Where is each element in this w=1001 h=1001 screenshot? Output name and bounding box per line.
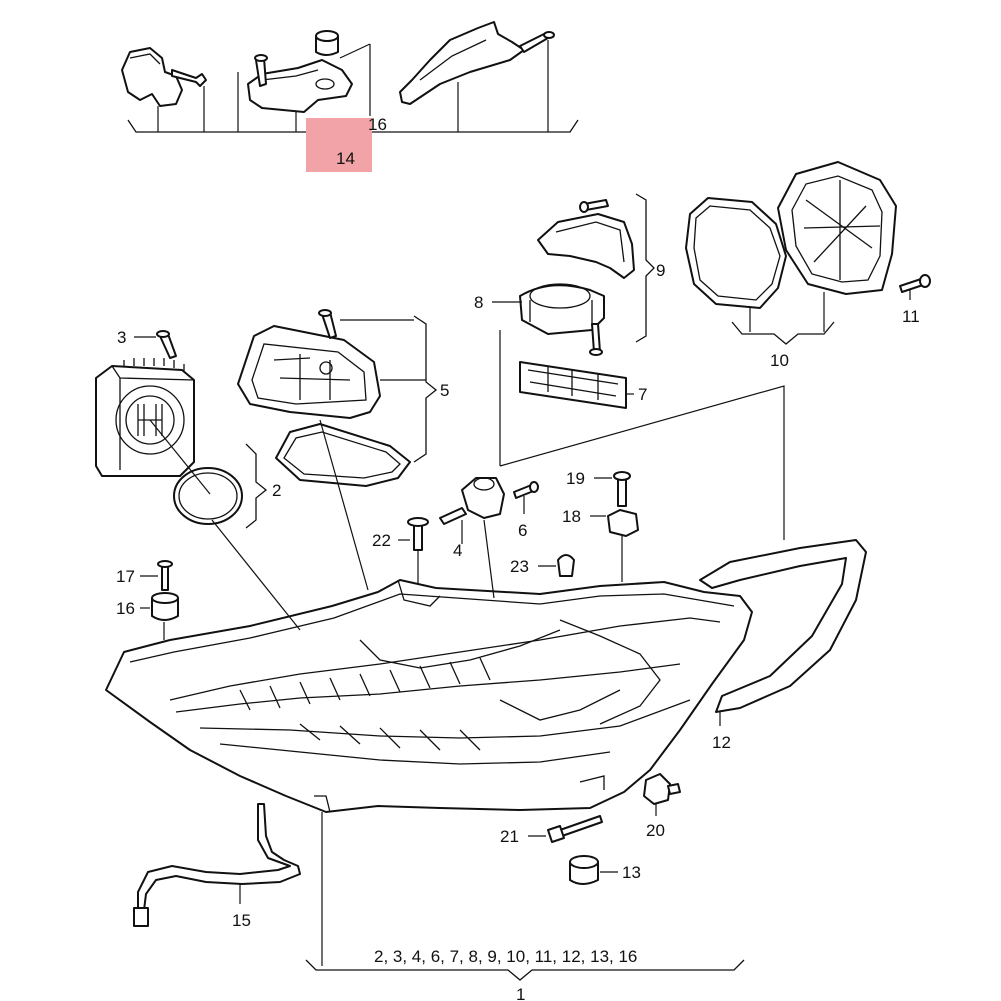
outer-cover: [777, 161, 897, 295]
adjuster-group: 9 8 7: [474, 193, 785, 540]
lower-parts-group: 20 21 13: [500, 773, 681, 885]
outer-gasket: [685, 197, 787, 309]
sealing-plug: [557, 554, 575, 577]
control-unit-group: 3 2: [95, 328, 281, 529]
callout-14-highlight: [306, 118, 372, 172]
vent-hose: [137, 803, 301, 911]
bracket-kit-group: 16 14: [121, 21, 579, 172]
vent-hose-group: 15: [133, 803, 301, 930]
cover-gasket-round: [173, 467, 243, 525]
adjust-nut: [607, 509, 639, 537]
assembly-parts-list: 2, 3, 4, 6, 7, 8, 9, 10, 11, 12, 13, 16: [374, 947, 637, 966]
rear-cover-group: 5: [237, 309, 449, 591]
callout-16-top: 16: [368, 115, 387, 134]
trim-seal-group: 12: [699, 539, 867, 752]
servo-actuator: [461, 477, 505, 519]
callout-21: 21: [500, 827, 519, 846]
circuit-board: [519, 361, 627, 409]
callout-16: 16: [116, 599, 135, 618]
headlight-housing: [105, 579, 753, 813]
callout-10: 10: [770, 351, 789, 370]
mounting-bracket-right: [399, 21, 525, 105]
callout-15: 15: [232, 911, 251, 930]
headlight-lens: [105, 579, 753, 813]
callout-3: 3: [117, 328, 126, 347]
assembly-bracket: 2, 3, 4, 6, 7, 8, 9, 10, 11, 12, 13, 16 …: [305, 812, 745, 1001]
outer-cover-group: 11 10: [685, 161, 931, 370]
mounting-bracket-middle: [247, 59, 353, 113]
callout-22: 22: [372, 531, 391, 550]
callout-23: 23: [510, 557, 529, 576]
callout-18: 18: [562, 507, 581, 526]
bracket-screw-left: [171, 69, 207, 87]
adjust-screw-19: [617, 477, 627, 507]
cover-seal: [275, 423, 411, 487]
rear-cover: [237, 325, 381, 419]
callout-12: 12: [712, 733, 731, 752]
motor-screw: [591, 323, 601, 353]
callout-13: 13: [622, 863, 641, 882]
callout-8: 8: [474, 293, 483, 312]
callout-1: 1: [516, 985, 525, 1001]
callout-7: 7: [638, 385, 647, 404]
callout-19: 19: [566, 469, 585, 488]
small-parts-group: 4 6 22 23 19 18: [372, 469, 639, 590]
adjustment-bracket: [537, 213, 635, 279]
callout-20: 20: [646, 821, 665, 840]
callout-11: 11: [902, 307, 920, 326]
callout-6: 6: [518, 521, 527, 540]
left-fastener-group: 17 16: [116, 560, 179, 640]
led-control-module: [95, 365, 195, 477]
adjuster-cap-20: [643, 773, 671, 805]
callout-4: 4: [453, 541, 462, 560]
leveling-motor: [519, 284, 605, 335]
trim-seal: [699, 539, 867, 713]
callout-17: 17: [116, 567, 135, 586]
mounting-bracket-left: [121, 47, 183, 107]
callout-9: 9: [656, 261, 665, 280]
callout-2: 2: [272, 481, 281, 500]
bolt-21: [559, 815, 603, 837]
callout-5: 5: [440, 381, 449, 400]
callout-14: 14: [336, 149, 355, 168]
